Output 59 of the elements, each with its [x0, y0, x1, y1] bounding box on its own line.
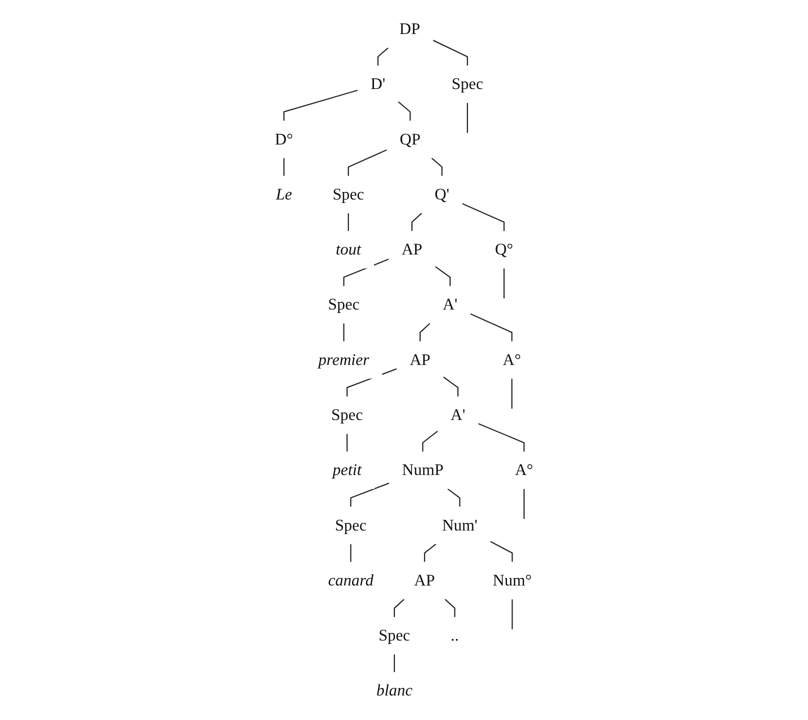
connector — [377, 47, 389, 66]
connector — [398, 101, 411, 121]
node-text: canard — [328, 572, 374, 590]
connector — [348, 149, 388, 176]
connector — [443, 376, 458, 396]
node-text: Num' — [442, 516, 478, 534]
node-text: AP — [414, 572, 435, 590]
connector — [394, 654, 395, 672]
node-text: Q° — [494, 240, 514, 259]
connector — [424, 544, 436, 562]
connector — [431, 158, 443, 176]
node-text: A° — [502, 351, 521, 369]
connector — [411, 212, 422, 232]
connector — [512, 599, 513, 630]
node-text: Spec — [332, 186, 364, 204]
connector — [420, 323, 430, 342]
node-text: Q' — [434, 186, 450, 204]
node-text: AP — [410, 351, 430, 369]
connector — [523, 488, 525, 519]
node-text: petit — [332, 461, 362, 480]
connector — [348, 213, 349, 232]
node-text: A' — [442, 296, 458, 314]
connector — [434, 266, 451, 286]
connector — [470, 313, 512, 342]
connector — [444, 598, 456, 618]
node-text: DP — [399, 20, 420, 38]
connector — [350, 482, 390, 507]
connector — [283, 90, 358, 121]
node-text: Spec — [331, 406, 363, 424]
connector — [432, 40, 468, 66]
node-text: .. — [450, 626, 459, 645]
connector — [503, 268, 505, 298]
connector — [462, 203, 505, 232]
node-text: Spec — [452, 75, 484, 94]
connector — [511, 378, 512, 409]
connector — [343, 324, 344, 342]
connector — [478, 423, 525, 452]
node-text: AP — [402, 240, 422, 259]
connector — [447, 488, 460, 507]
connector — [350, 544, 352, 562]
connector — [422, 430, 438, 452]
node-text: Le — [276, 186, 292, 204]
node-text: Spec — [378, 626, 410, 645]
connector — [394, 598, 405, 618]
node-text: QP — [400, 130, 421, 148]
node-text: A' — [450, 406, 466, 424]
node-text: A° — [514, 461, 534, 480]
connector — [343, 258, 389, 286]
node-text: Spec — [328, 296, 360, 314]
node-text: Num° — [492, 572, 532, 590]
node-text: D' — [370, 75, 386, 94]
node-text: blanc — [376, 682, 412, 700]
connector — [283, 158, 285, 176]
connector — [346, 434, 348, 452]
connector — [490, 541, 513, 562]
connector — [466, 102, 468, 133]
node-text: NumP — [402, 461, 444, 480]
node-text: Spec — [334, 516, 367, 534]
node-text: D° — [274, 130, 294, 148]
